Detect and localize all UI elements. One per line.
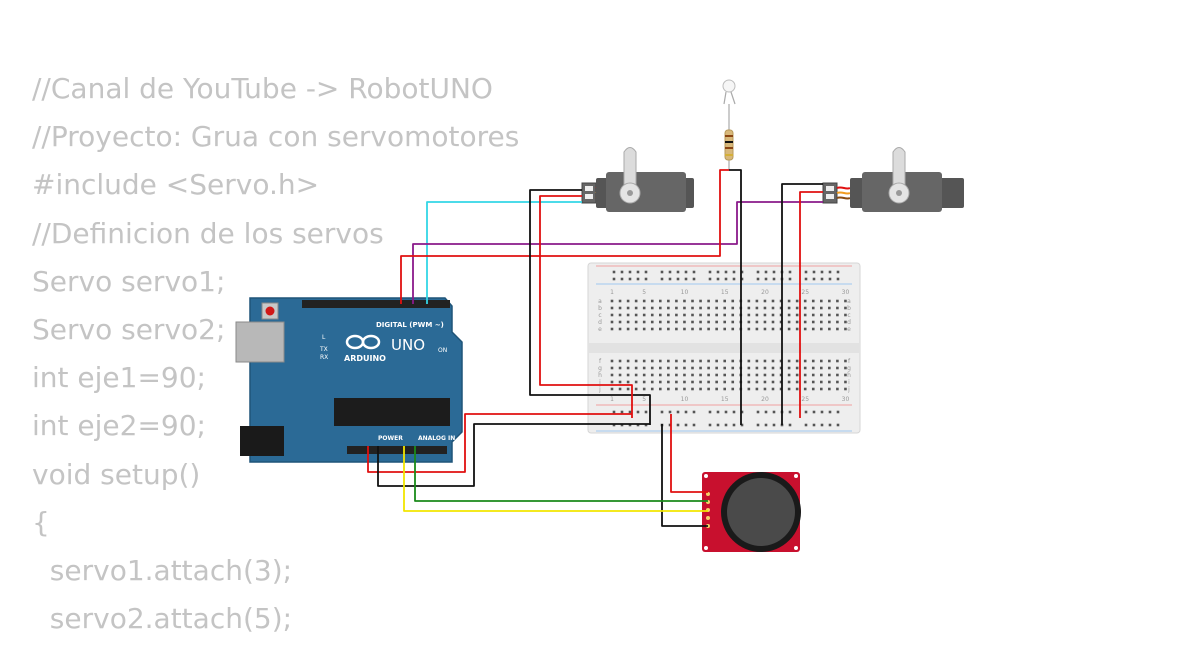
power-header-label: POWER [378, 435, 403, 442]
breadboard-row-letter: b [847, 305, 851, 312]
breadboard-column-number: 10 [681, 289, 689, 296]
breadboard-row-letter: g [847, 365, 851, 372]
led-l-label: L [322, 334, 326, 341]
servo-motor-2 [822, 147, 964, 212]
breadboard-row-letter: a [847, 298, 851, 305]
resistor [724, 104, 734, 170]
code-line: int eje2=90; [32, 409, 206, 443]
code-line: void setup() [32, 457, 201, 491]
digital-header-label: DIGITAL (PWM ~) [376, 321, 444, 329]
wire-red-servo2 [799, 191, 823, 418]
breadboard-row-letter: i [599, 379, 601, 386]
wire-green [414, 446, 708, 502]
breadboard-column-number: 25 [801, 289, 809, 296]
wire-red-joystick [670, 414, 708, 493]
code-line: //Definicion de los servos [32, 216, 384, 250]
led-tx-label: TX [319, 346, 328, 353]
wire-black-joystick [661, 424, 708, 527]
breadboard-row-letter: a [598, 298, 602, 305]
arduino-logo-icon [345, 334, 381, 350]
arduino-brand-label: ARDUINO [344, 354, 386, 363]
power-jack [240, 426, 284, 456]
breadboard-column-number: 1 [610, 396, 614, 403]
breadboard-row-letter: h [847, 372, 851, 379]
breadboard-column-number: 30 [842, 396, 850, 403]
wire-black-servo2 [781, 183, 823, 425]
breadboard-column-number: 20 [761, 289, 769, 296]
breadboard-column-number: 10 [681, 396, 689, 403]
led [722, 79, 736, 105]
led-rx-label: RX [320, 354, 328, 361]
servo-motor-1 [581, 147, 694, 212]
breadboard-row-letter: c [598, 312, 601, 319]
breadboard-row-letter: e [847, 326, 851, 333]
code-line: servo2.attach(5); [32, 602, 293, 636]
wires [367, 169, 823, 527]
reset-button [265, 306, 275, 316]
breadboard-row-letter: h [598, 372, 602, 379]
code-line: int eje1=90; [32, 361, 206, 395]
wire-red-servo1 [539, 195, 633, 418]
code-line: Servo servo1; [32, 264, 226, 298]
breadboard-column-number: 5 [642, 289, 646, 296]
code-line: #include <Servo.h> [32, 168, 320, 202]
breadboard-column-number: 5 [642, 396, 646, 403]
breadboard-column-number: 25 [801, 396, 809, 403]
code-line: Servo servo2; [32, 312, 226, 346]
wire-red-led [400, 169, 729, 304]
breadboard-row-letter: i [848, 379, 850, 386]
breadboard-column-number: 15 [721, 396, 729, 403]
on-label: ON [438, 347, 447, 354]
breadboard-column-number: 15 [721, 289, 729, 296]
breadboard-holes [610, 270, 847, 427]
breadboard-column-number: 30 [842, 289, 850, 296]
analog-header-label: ANALOG IN [418, 435, 455, 442]
breadboard-row-letter: f [848, 358, 851, 365]
code-line: servo1.attach(3); [32, 553, 293, 587]
breadboard-row-letter: j [598, 386, 601, 393]
atmega-chip [334, 398, 450, 426]
breadboard-row-letter: g [598, 365, 602, 372]
breadboard-column-number: 1 [610, 289, 614, 296]
joystick-module [702, 472, 801, 552]
code-listing: //Canal de YouTube -> RobotUNO //Proyecto… [32, 68, 519, 646]
breadboard-column-number: 20 [761, 396, 769, 403]
breadboard-row-letter: e [598, 326, 602, 333]
code-line: //Proyecto: Grua con servomotores [32, 120, 520, 154]
code-line: //Canal de YouTube -> RobotUNO [32, 72, 493, 105]
arduino-uno-board: DIGITAL (PWM ~) UNO ARDUINO ON L TX RX P… [235, 297, 463, 463]
uno-label: UNO [391, 336, 425, 354]
breadboard-row-letter: b [598, 305, 602, 312]
wire-yellow [403, 446, 708, 512]
wire-black-gnd [377, 423, 650, 487]
breadboard-row-letter: f [599, 358, 602, 365]
breadboard-row-letter: c [847, 312, 850, 319]
wire-red-power [367, 413, 632, 473]
breadboard-row-letter: d [847, 319, 851, 326]
wire-black-servo1 [529, 189, 651, 425]
wire-purple-servo2 [412, 201, 823, 304]
wire-black-led [729, 169, 742, 425]
code-line: { [32, 505, 50, 539]
breadboard-row-letter: d [598, 319, 602, 326]
usb-connector [235, 321, 285, 363]
breadboard-row-letter: j [847, 386, 850, 393]
